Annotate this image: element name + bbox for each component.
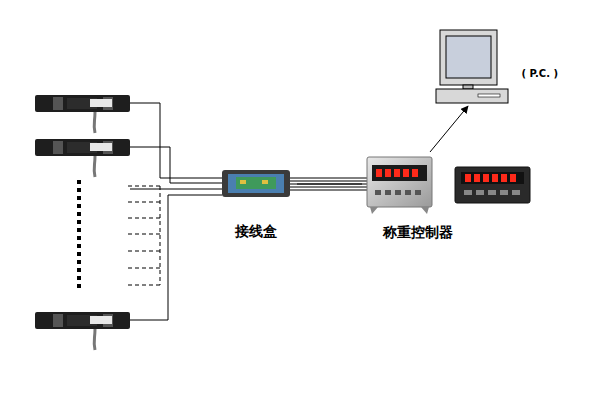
panel-display	[455, 167, 530, 203]
cable-wires	[130, 103, 222, 320]
device-label: 接线盒	[215, 223, 297, 241]
load-cell	[35, 95, 130, 133]
device-node: 称重控制器	[362, 152, 474, 244]
load-cell	[35, 139, 130, 177]
connector	[430, 106, 468, 152]
connector	[297, 184, 362, 185]
device-node: ( P.C. )	[436, 28, 558, 106]
device-label: ( P.C. )	[521, 68, 558, 79]
device-label: 称重控制器	[362, 224, 474, 242]
load-cell	[35, 312, 130, 350]
ellipsis-dots	[77, 180, 81, 292]
signal-bundle	[290, 178, 367, 190]
placeholder-wires	[128, 186, 160, 285]
computer	[436, 30, 508, 103]
weighing-controller	[367, 157, 432, 214]
device-node: 接线盒	[215, 165, 297, 243]
junction-box	[222, 170, 290, 197]
